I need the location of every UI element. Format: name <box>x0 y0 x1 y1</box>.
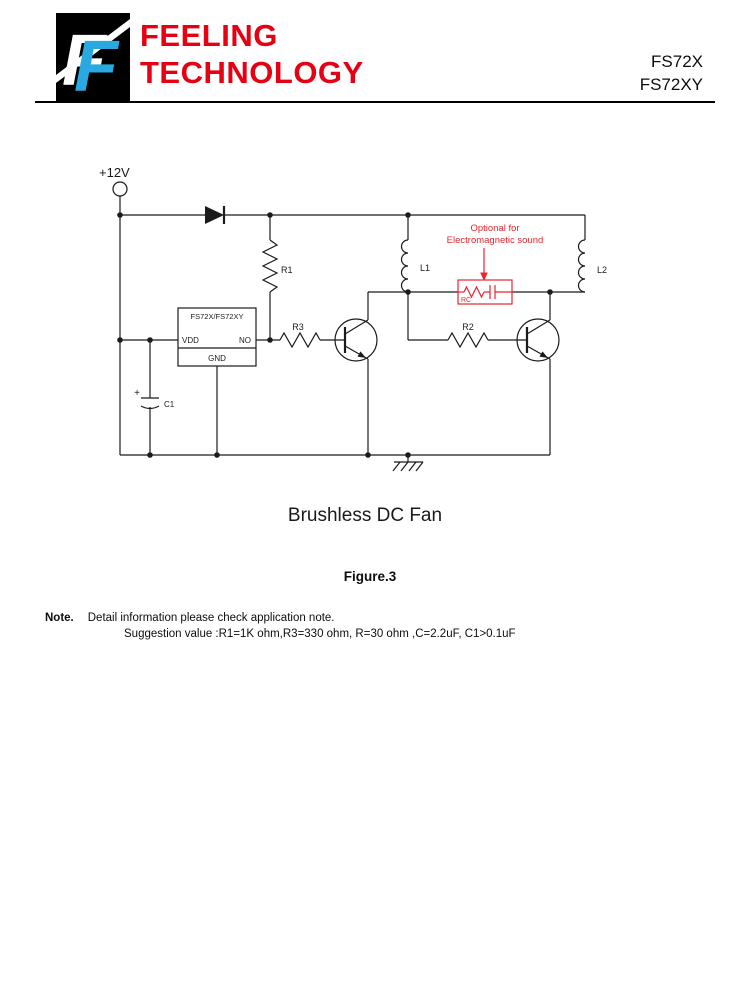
annotation-arrowhead <box>480 272 488 281</box>
note-label: Note. <box>45 612 74 624</box>
q1-emitter-arrow <box>357 351 366 358</box>
circuit-diagram: +12V R1 R3 R2 L1 L2 + C1 FS72X/FS72XY VD… <box>99 165 607 472</box>
note-line1: Note. Detail information please check app… <box>45 610 516 626</box>
circuit-wires <box>112 181 586 472</box>
annotation-text: Optional for Electromagnetic sound RC <box>447 223 544 304</box>
annotation-line1: Optional for <box>470 223 519 234</box>
note-block: Note. Detail information please check app… <box>45 610 516 642</box>
brand-line2: TECHNOLOGY <box>140 55 364 90</box>
rc-resistor <box>463 285 485 299</box>
inductor-l2 <box>577 239 586 293</box>
brand-name: FEELING TECHNOLOGY <box>140 17 364 91</box>
logo-letter-shadow: F <box>62 21 108 101</box>
note-text: Detail information please check applicat… <box>87 612 335 624</box>
figure-label: Figure.3 <box>343 569 397 584</box>
l1-label: L1 <box>420 263 430 273</box>
brand-line1: FEELING <box>140 18 278 53</box>
logo-letter: F <box>74 27 120 103</box>
r2-label: R2 <box>462 322 474 332</box>
rc-label: RC <box>461 297 471 304</box>
circuit-labels: +12V R1 R3 R2 L1 L2 + C1 FS72X/FS72XY VD… <box>99 165 607 409</box>
header-divider <box>35 101 715 103</box>
l2-label: L2 <box>597 265 607 275</box>
transistor-q1 <box>334 318 378 362</box>
circuit-caption: Brushless DC Fan <box>287 505 443 526</box>
note-suggestion: Suggestion value :R1=1K ohm,R3=330 ohm, … <box>124 628 516 640</box>
supply-label: +12V <box>99 165 130 180</box>
inductor-l1 <box>400 239 409 293</box>
ic-title: FS72X/FS72XY <box>191 312 244 321</box>
rc-snubber <box>457 248 513 305</box>
logo-graphic: F F <box>56 13 130 107</box>
resistor-r3 <box>279 331 321 349</box>
resistor-r1 <box>261 239 279 293</box>
annotation-line2: Electromagnetic sound <box>447 235 544 246</box>
power-terminal <box>112 181 128 197</box>
logo-background <box>56 13 130 103</box>
c1-polarity: + <box>134 388 140 399</box>
ic-pin-vdd: VDD <box>182 336 199 345</box>
company-logo: F F <box>56 13 130 107</box>
logo-flash <box>56 19 130 83</box>
r1-label: R1 <box>281 265 293 275</box>
part-number-2: FS72XY <box>639 75 703 94</box>
junction-dots <box>117 212 553 458</box>
ic-pin-no: NO <box>239 336 251 345</box>
part-number-1: FS72X <box>651 52 703 71</box>
ic-pin-gnd: GND <box>208 354 226 363</box>
part-numbers: FS72X FS72XY <box>640 50 703 96</box>
ground-symbol <box>392 455 424 472</box>
transistor-q2 <box>516 318 560 362</box>
diode <box>205 206 226 224</box>
r3-label: R3 <box>292 322 304 332</box>
q2-emitter-arrow <box>539 351 548 358</box>
c1-label: C1 <box>164 400 175 409</box>
resistor-r2 <box>447 331 489 349</box>
